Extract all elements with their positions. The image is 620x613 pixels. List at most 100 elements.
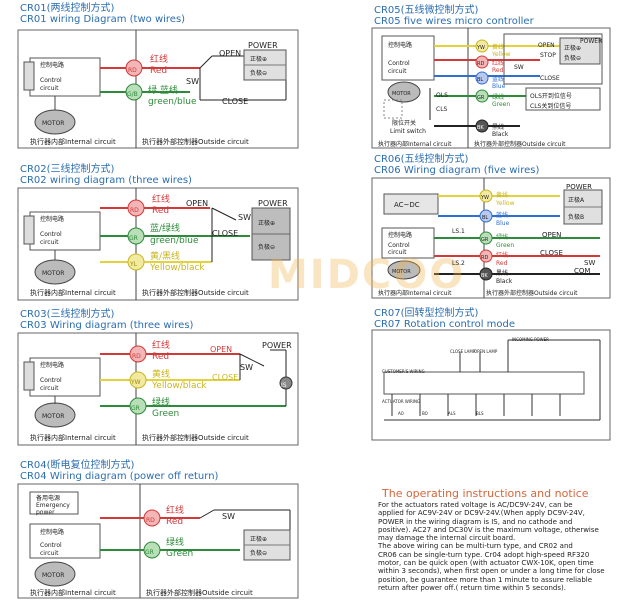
- cr05-title-en: CR05 five wires micro controller: [374, 16, 534, 27]
- cr03-gr: GR: [131, 405, 140, 412]
- cr05-open: OPEN: [538, 42, 555, 49]
- cr05-yel-en: Yellow: [492, 51, 511, 58]
- cr01-title-cn: CR01(两线控制方式): [20, 3, 115, 14]
- cr06-gr: GR: [481, 237, 489, 243]
- cr03-g-cn: 绿线: [152, 398, 171, 408]
- cr05-rd: RD: [477, 61, 485, 67]
- cr06-yel-en: Yellow: [496, 200, 515, 207]
- cr06-open: OPEN: [542, 231, 562, 239]
- cr07-actuator: ACTUATOR WIRING: [382, 399, 421, 404]
- cr04-drawing: [29, 484, 291, 598]
- notice-line: POWER in the wiring diagram is IS, and n…: [378, 517, 573, 526]
- cr05-limit-cn: 限位开关: [392, 120, 417, 127]
- cr02-rd: RD: [130, 207, 139, 214]
- cr05-red-en: Red: [492, 67, 504, 74]
- cr03-title-cn: CR03(三线控制方式): [20, 309, 115, 320]
- cr06-outer: 执行器外部控制器Outside circuit: [486, 290, 578, 297]
- cr06-acdc: AC~DC: [394, 201, 420, 209]
- cr02-outer: 执行器外部控制器Outside circuit: [142, 289, 249, 297]
- cr06-blk-cn: 黑线: [496, 270, 509, 277]
- cr07-customer: CUSTOMER'S WIRING: [382, 369, 425, 374]
- cr04-ctrl-cn: 控制电路: [40, 529, 65, 536]
- cr02-yl: YL: [130, 261, 138, 268]
- cr02-ctrl-cn: 控制电路: [40, 216, 65, 223]
- cr07-bo: BO: [422, 411, 428, 416]
- cr06-yw: YW: [481, 195, 489, 201]
- notice-title: The operating instructions and notice: [382, 487, 589, 500]
- cr04-title-en: CR04 Wiring diagram (power off return): [20, 471, 219, 482]
- cr03-open: OPEN: [210, 345, 233, 354]
- cr06-rd: RD: [481, 255, 489, 261]
- cr05-panel: [371, 27, 611, 149]
- cr05-drawing: [381, 28, 603, 148]
- cr06-ctrl-cn: 控制电路: [388, 232, 413, 239]
- cr05-blu-en: Blue: [492, 83, 506, 90]
- notice-line: position, be guarantee more than 1 minut…: [378, 575, 593, 584]
- cr05-blk-en: Black: [492, 131, 509, 138]
- cr05-bl: BL: [477, 77, 484, 83]
- cr01-outer: 执行器外部控制器Outside circuit: [142, 138, 249, 146]
- cr03-ctrl-en2: circuit: [40, 385, 59, 392]
- cr05-ctrl-cn: 控制电路: [388, 42, 413, 49]
- cr01-drawing: [23, 30, 287, 148]
- cr02-gr: GR: [129, 235, 138, 242]
- cr05-outer: 执行器外部控制器Outside circuit: [474, 141, 566, 148]
- cr07-open-lamp: OPEN LAMP: [474, 349, 498, 354]
- cr06-ls1: LS.1: [452, 228, 465, 235]
- cr04-ctrl-en2: circuit: [40, 550, 59, 557]
- cr04-pos: 正极⊕: [250, 536, 268, 543]
- cr06-pos: 正极A: [568, 197, 585, 204]
- cr06-com: COM: [574, 267, 591, 275]
- cr06-power: POWER: [566, 183, 592, 191]
- notice-line: CR06 can be single-turn type. Cr04 adopt…: [378, 550, 590, 559]
- cr05-limit-en: Limit switch: [390, 128, 426, 135]
- cr03-title-en: CR03 Wiring diagram (three wires): [20, 320, 194, 331]
- cr04-backup-en2: power: [36, 509, 55, 516]
- cr01-rd: RD: [128, 67, 137, 74]
- cr05-pos: 正极⊕: [564, 45, 582, 52]
- notice-line: within 3 seconds), when first open or un…: [378, 567, 605, 576]
- cr02-panel: [17, 187, 299, 301]
- cr01-open: OPEN: [219, 49, 242, 58]
- cr03-yb-cn: 黄线: [152, 370, 171, 380]
- cr04-title-cn: CR04(断电复位控制方式): [20, 460, 135, 471]
- cr03-sw: SW: [240, 363, 253, 372]
- cr02-title-cn: CR02(三线控制方式): [20, 164, 115, 175]
- cr05-bk: BK: [477, 125, 484, 131]
- cr04-g-cn: 绿线: [166, 538, 185, 548]
- cr05-blk-cn: 黑线: [492, 124, 505, 131]
- cr07-close-lamp: CLOSE LAMP: [450, 349, 476, 354]
- cr05-grn-en: Green: [492, 101, 511, 108]
- cr04-sw: SW: [222, 512, 235, 521]
- cr01-title-en: CR01 wiring Diagram (two wires): [20, 14, 186, 25]
- cr02-ctrl-en1: Control: [40, 231, 62, 238]
- cr06-title-en: CR06 Wiring diagram (five wires): [374, 165, 540, 176]
- cr05-red-cn: 红线: [492, 60, 505, 67]
- cr05-yw: YW: [477, 45, 485, 51]
- cr03-motor: MOTOR: [42, 413, 65, 420]
- cr03-power: POWER: [262, 341, 292, 350]
- cr01-red-en: Red: [150, 66, 168, 76]
- cr07-drawing: [383, 339, 601, 421]
- cr04-ctrl-en1: Control: [40, 542, 62, 549]
- notice-line: applied for AC9V-24V or DC9V-24V.(When a…: [378, 509, 585, 518]
- cr06-ls2: LS.2: [452, 260, 465, 267]
- cr06-title-cn: CR06(五线控制方式): [374, 154, 469, 165]
- cr05-neg: 负极⊖: [564, 55, 582, 62]
- cr06-neg: 负极B: [568, 214, 585, 221]
- cr06-bk: BK: [481, 273, 488, 279]
- cr04-neg: 负极⊖: [250, 550, 268, 557]
- cr02-neg: 负极⊖: [258, 244, 276, 251]
- cr02-red-cn: 红线: [152, 195, 171, 205]
- cr06-yel-cn: 黄线: [496, 192, 509, 199]
- cr01-pos: 正极⊕: [250, 56, 268, 63]
- cr01-panel: [17, 29, 299, 149]
- cr01-neg: 负极⊖: [250, 70, 268, 77]
- cr05-inner: 执行器内部Internal circuit: [378, 141, 452, 148]
- cr06-blu-en: Blue: [496, 220, 510, 227]
- cr04-motor: MOTOR: [42, 572, 65, 579]
- cr03-is: IS: [281, 382, 287, 389]
- cr06-close: CLOSE: [540, 249, 563, 257]
- cr02-inner: 执行器内部Internal circuit: [30, 289, 116, 297]
- cr05-title-cn: CR05(五线微控制方式): [374, 5, 479, 16]
